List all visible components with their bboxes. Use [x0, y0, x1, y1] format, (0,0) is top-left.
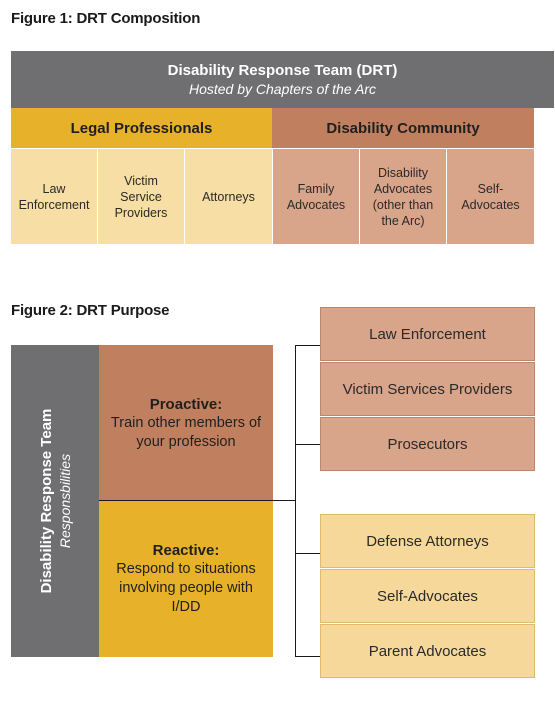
- divider-line: [99, 500, 295, 501]
- team-bar: Disability Response Team Responsbilities: [11, 345, 99, 657]
- legal-professionals-header: Legal Professionals: [11, 108, 272, 148]
- reactive-label: Reactive:: [152, 542, 220, 559]
- proactive-label: Proactive:: [149, 395, 223, 413]
- legal-item: Attorneys: [185, 149, 272, 244]
- reactive-target: Self-Advocates: [320, 569, 535, 623]
- drt-header-subtitle: Hosted by Chapters of the Arc: [188, 81, 377, 97]
- bracket-tick: [295, 444, 320, 445]
- reactive-target: Defense Attorneys: [320, 514, 535, 568]
- proactive-target: Law Enforcement: [320, 307, 535, 361]
- proactive-box: Proactive: Train other members of your p…: [99, 345, 273, 501]
- community-item: Family Advocates: [273, 149, 359, 244]
- reactive-text: Respond to situations involving people w…: [116, 561, 256, 615]
- figure1-title: Figure 1: DRT Composition: [11, 10, 201, 27]
- reactive-target: Parent Advocates: [320, 624, 535, 678]
- bracket-vertical-line: [295, 345, 296, 657]
- community-item: Disability Advocates (other than the Arc…: [360, 149, 446, 244]
- reactive-box: Reactive: Respond to situations involvin…: [99, 501, 273, 657]
- proactive-text: Train other members of your profession: [110, 414, 262, 450]
- community-item: Self-Advocates: [447, 149, 534, 244]
- proactive-target: Victim Services Providers: [320, 362, 535, 416]
- bracket-tick: [295, 553, 320, 554]
- team-label: Disability Response Team: [37, 408, 55, 594]
- bracket-tick: [295, 345, 320, 346]
- drt-header-title: Disability Response Team (DRT): [167, 62, 398, 79]
- legal-item: Victim Service Providers: [98, 149, 184, 244]
- disability-community-header: Disability Community: [272, 108, 534, 148]
- bracket-tick: [295, 656, 320, 657]
- drt-header: Disability Response Team (DRT) Hosted by…: [11, 51, 554, 108]
- figure2-title: Figure 2: DRT Purpose: [11, 302, 170, 319]
- team-sublabel: Responsbilities: [56, 453, 73, 549]
- legal-item: Law Enforcement: [11, 149, 97, 244]
- proactive-target: Prosecutors: [320, 417, 535, 471]
- team-bar-label-group: Disability Response Team Responsbilities: [20, 345, 90, 657]
